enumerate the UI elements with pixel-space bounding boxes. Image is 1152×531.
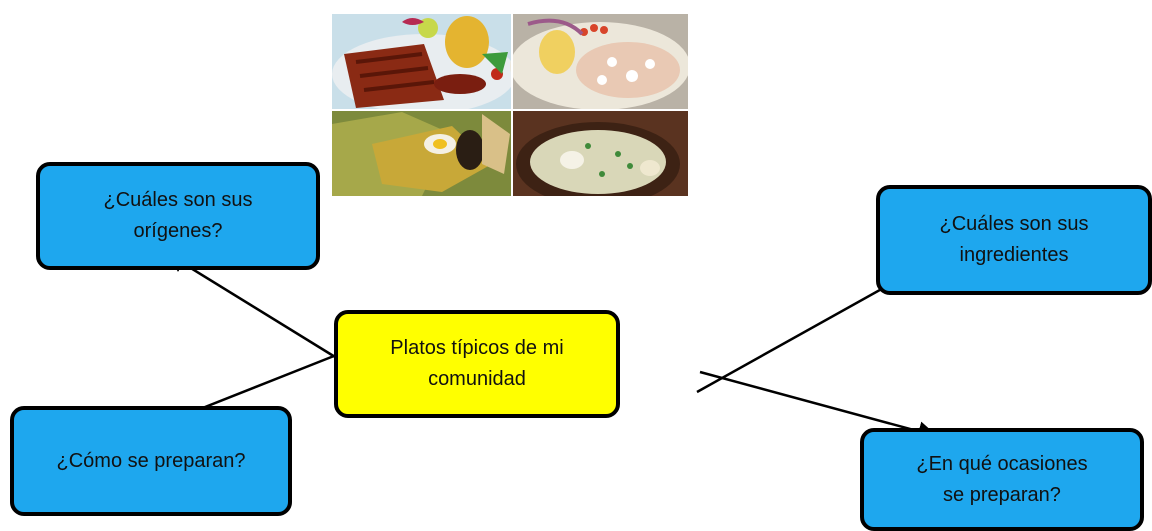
ingredients-node-line-2: ingredientes [959,244,1069,266]
connector-origins [166,252,341,362]
occasions-node-line-2: se preparan? [943,483,1061,506]
preparation-node-line-1: ¿Cómo se preparan? [56,449,246,472]
connector-ingredients [696,270,914,394]
center-topic-line-2: comunidad [428,368,526,390]
soup-photo [512,110,688,196]
meat-dish-photo [332,14,516,114]
ceviche-photo [510,14,688,110]
center-topic-node: Platos típicos de mi comunidad [334,310,620,418]
food-collage-image [332,14,688,196]
origins-node-line-1: ¿Cuáles son sus [103,189,253,211]
origins-node: ¿Cuáles son sus orígenes? [36,162,320,270]
ingredients-node: ¿Cuáles son sus ingredientes [876,185,1152,295]
ingredients-node-line-1: ¿Cuáles son sus [939,213,1089,235]
juane-photo [332,110,512,196]
connector-occasions [699,370,938,441]
occasions-node: ¿En qué ocasiones se preparan? [860,428,1144,531]
center-topic-line-1: Platos típicos de mi [390,337,564,359]
occasions-node-line-1: ¿En qué ocasiones [916,452,1088,475]
preparation-node: ¿Cómo se preparan? [10,406,292,516]
origins-node-line-2: orígenes? [133,220,223,242]
